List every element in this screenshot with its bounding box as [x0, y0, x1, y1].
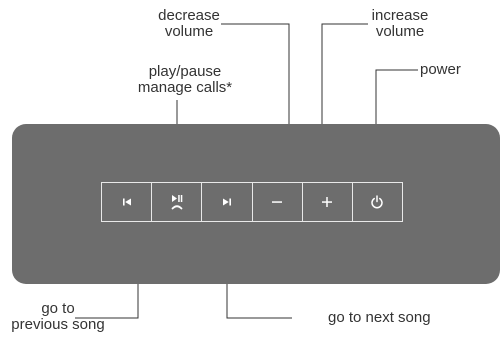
previous-track-button[interactable]	[102, 183, 153, 221]
previous-song-label: go to previous song	[11, 300, 105, 333]
power-button[interactable]	[353, 183, 402, 221]
previous-track-icon	[122, 198, 131, 206]
volume-down-button[interactable]	[253, 183, 303, 221]
button-strip	[101, 182, 403, 222]
minus-icon	[272, 201, 283, 203]
power-label: power	[420, 61, 461, 78]
next-track-icon	[222, 198, 231, 206]
plus-icon	[322, 197, 333, 207]
next-song-label: go to next song	[328, 309, 431, 326]
volume-up-button[interactable]	[303, 183, 353, 221]
speaker-control-panel	[12, 124, 500, 284]
play-pause-icon	[171, 195, 183, 210]
power-icon	[371, 195, 384, 209]
play-pause-label: play/pause manage calls*	[137, 63, 233, 96]
next-track-button[interactable]	[202, 183, 253, 221]
play-pause-button[interactable]	[152, 183, 203, 221]
decrease-volume-label: decrease volume	[158, 7, 220, 40]
increase-volume-label: increase volume	[371, 7, 429, 40]
